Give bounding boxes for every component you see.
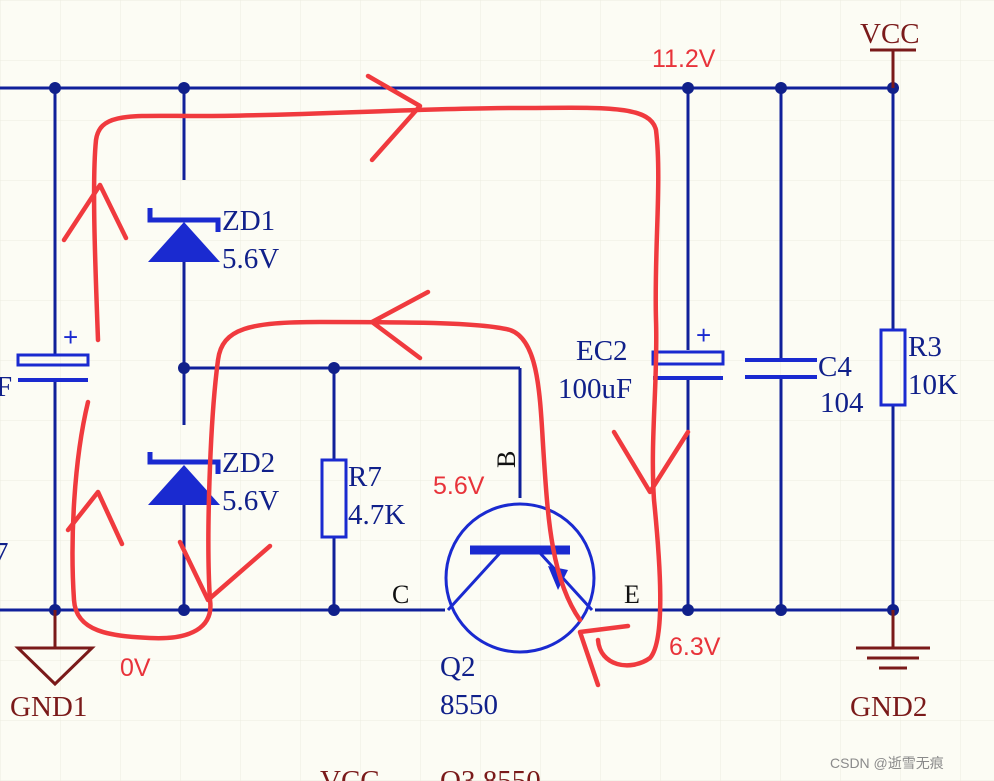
c4-ref-label: C4	[818, 351, 852, 383]
left-partial-label-1: F	[0, 371, 12, 403]
c4-capacitor	[745, 358, 817, 379]
r3-value-label: 10K	[908, 369, 958, 401]
r7-value-label: 4.7K	[348, 499, 405, 531]
current-path-annotations	[61, 73, 691, 688]
r3-resistor	[879, 328, 907, 407]
voltage-annotations: 11.2V 5.6V 6.3V 0V	[120, 45, 721, 682]
junction-dot	[178, 604, 190, 616]
zd2-zener-diode	[147, 452, 221, 505]
gnd1-ground-symbol	[14, 610, 96, 687]
junction-dot	[682, 82, 694, 94]
watermark-text: CSDN @逝雪无痕	[830, 755, 944, 771]
vcc-bottom-label: VCC	[320, 765, 380, 781]
right-arrow-head	[365, 73, 423, 163]
left-arrow-head	[369, 289, 431, 361]
junction-dot	[49, 82, 61, 94]
pin-b-label: B	[492, 451, 521, 468]
svg-text:+: +	[696, 320, 711, 350]
down-arrow-head-right	[611, 429, 691, 495]
junction-dot	[682, 604, 694, 616]
junction-dot	[178, 362, 190, 374]
r7-resistor	[320, 458, 348, 539]
ec2-ref-label: EC2	[576, 335, 628, 367]
zd2-value-label: 5.6V	[222, 485, 279, 517]
gnd2-label: GND2	[850, 691, 927, 723]
junction-dot	[328, 604, 340, 616]
up-arrow-head	[61, 182, 129, 243]
gnd1-label: GND1	[10, 691, 87, 723]
zd1-zener-diode	[147, 208, 221, 262]
zd2-ref-label: ZD2	[222, 447, 275, 479]
voltage-base-label: 5.6V	[433, 472, 485, 500]
q3-partial-label: Q3 8550	[440, 765, 541, 781]
svg-text:+: +	[63, 322, 78, 352]
left-partial-label-2: 7	[0, 537, 9, 569]
voltage-top-label: 11.2V	[652, 45, 716, 73]
junction-dot	[328, 362, 340, 374]
wires	[0, 86, 895, 612]
zd1-ref-label: ZD1	[222, 205, 275, 237]
vcc-power-symbol	[870, 48, 916, 88]
junction-dot	[178, 82, 190, 94]
pin-c-label: C	[392, 580, 409, 609]
zd1-value-label: 5.6V	[222, 243, 279, 275]
up-arrow-head-lower	[65, 489, 125, 547]
gnd2-ground-symbol	[856, 610, 930, 670]
voltage-ground-label: 0V	[120, 654, 151, 682]
q2-value-label: 8550	[440, 689, 498, 721]
junctions	[49, 82, 899, 616]
vcc-top-label: VCC	[860, 18, 920, 50]
junction-dot	[775, 604, 787, 616]
voltage-emitter-label: 6.3V	[669, 633, 721, 661]
junction-dot	[775, 82, 787, 94]
emitter-arrow-head	[577, 623, 631, 688]
left-electrolytic-capacitor: +	[16, 322, 90, 382]
r3-ref-label: R3	[908, 331, 942, 363]
r7-ref-label: R7	[348, 461, 382, 493]
ec2-value-label: 100uF	[558, 373, 632, 405]
component-labels: VCC VCC GND1 GND2 ZD1 5.6V ZD2 5.6V R7 4…	[0, 18, 958, 781]
inner-loop-path	[70, 319, 583, 641]
down-arrow-head-left	[177, 539, 273, 603]
outer-loop-path	[91, 105, 663, 668]
ec2-electrolytic-capacitor: +	[651, 320, 725, 380]
q2-ref-label: Q2	[440, 651, 475, 683]
pin-e-label: E	[624, 580, 640, 609]
c4-value-label: 104	[820, 387, 864, 419]
